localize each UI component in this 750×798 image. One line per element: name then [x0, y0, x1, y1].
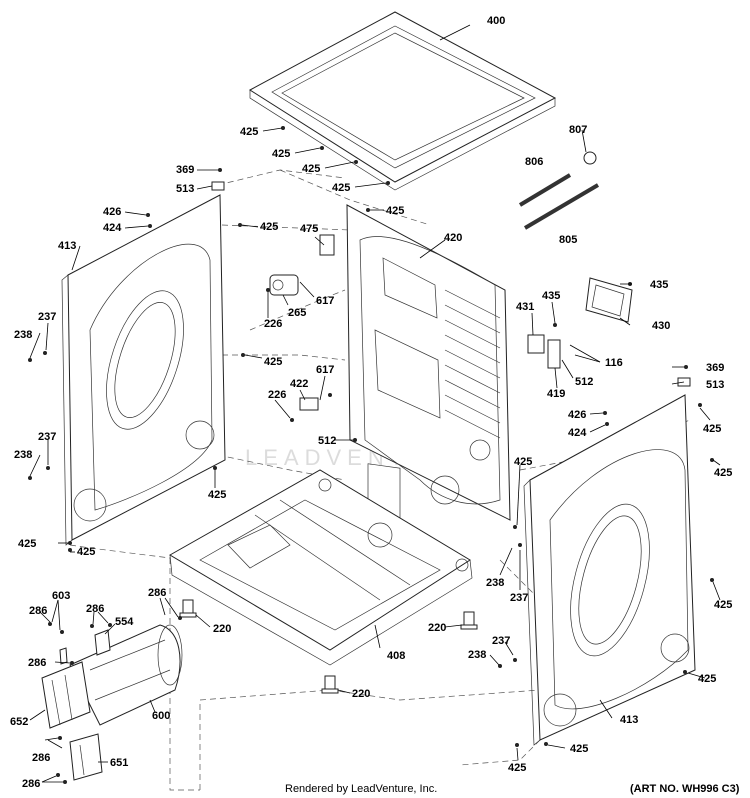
callout-226: 226 — [268, 389, 286, 401]
valve-bracket-419 — [547, 339, 561, 369]
valve-265 — [269, 274, 299, 296]
callout-475: 475 — [300, 223, 318, 235]
callout-238: 238 — [14, 329, 32, 341]
callout-805: 805 — [559, 234, 577, 246]
callout-652: 652 — [10, 716, 28, 728]
exhaust-duct-600 — [69, 624, 183, 726]
callout-286: 286 — [86, 603, 104, 615]
callout-435: 435 — [542, 290, 560, 302]
callout-617: 617 — [316, 364, 334, 376]
hose-805 — [523, 183, 600, 230]
top-panel-400 — [249, 11, 557, 191]
callout-430: 430 — [652, 320, 670, 332]
callout-265: 265 — [288, 307, 306, 319]
callout-237: 237 — [510, 592, 528, 604]
callout-513: 513 — [176, 183, 194, 195]
rear-panel-ribs — [444, 289, 501, 439]
callout-425: 425 — [208, 489, 226, 501]
callout-425: 425 — [514, 456, 532, 468]
leader-lines — [29, 127, 721, 783]
callout-425: 425 — [703, 423, 721, 435]
callout-425: 425 — [264, 356, 282, 368]
callout-425: 425 — [698, 673, 716, 685]
callout-238: 238 — [14, 449, 32, 461]
bracket-651 — [69, 733, 103, 781]
callout-116: 116 — [605, 357, 623, 369]
callout-425: 425 — [302, 163, 320, 175]
callout-425: 425 — [714, 467, 732, 479]
callout-238: 238 — [486, 577, 504, 589]
callout-220: 220 — [428, 622, 446, 634]
hose-806 — [518, 173, 572, 207]
callout-425: 425 — [508, 762, 526, 774]
callout-426: 426 — [568, 409, 586, 421]
callout-286: 286 — [28, 657, 46, 669]
callout-237: 237 — [38, 311, 56, 323]
callout-512: 512 — [575, 376, 593, 388]
callout-425: 425 — [260, 221, 278, 233]
leveling-foot-220-a — [179, 599, 197, 618]
callout-425: 425 — [332, 182, 350, 194]
callout-425: 425 — [272, 148, 290, 160]
callout-413: 413 — [58, 240, 76, 252]
callout-600: 600 — [152, 710, 170, 722]
leveling-foot-220-b — [460, 611, 478, 630]
rear-panel-420 — [346, 204, 511, 521]
callout-426: 426 — [103, 206, 121, 218]
callout-807: 807 — [569, 124, 587, 136]
callout-422: 422 — [290, 378, 308, 390]
right-side-panel-413 — [523, 394, 696, 746]
callout-425: 425 — [386, 205, 404, 217]
callout-419: 419 — [547, 388, 565, 400]
left-side-panel-413 — [61, 194, 226, 546]
leveling-foot-220-c — [321, 675, 339, 694]
callout-286: 286 — [148, 587, 166, 599]
callout-425: 425 — [18, 538, 36, 550]
callout-413: 413 — [620, 714, 638, 726]
small-parts — [59, 151, 691, 665]
art-number: (ART NO. WH996 C3) — [630, 783, 740, 795]
screws — [28, 126, 714, 784]
duct-end-652 — [41, 661, 91, 729]
callout-513: 513 — [706, 379, 724, 391]
callout-806: 806 — [525, 156, 543, 168]
callout-424: 424 — [103, 222, 122, 234]
callout-424: 424 — [568, 427, 587, 439]
callout-237: 237 — [492, 635, 510, 647]
callout-425: 425 — [714, 599, 732, 611]
callout-369: 369 — [176, 164, 194, 176]
callout-425: 425 — [570, 743, 588, 755]
callout-512: 512 — [318, 435, 336, 447]
callout-651: 651 — [110, 757, 128, 769]
base-408 — [169, 469, 473, 666]
callout-425: 425 — [240, 126, 258, 138]
footer-credit: Rendered by LeadVenture, Inc. — [285, 783, 437, 795]
callout-554: 554 — [115, 616, 134, 628]
callout-286: 286 — [22, 778, 40, 790]
callout-408: 408 — [387, 650, 405, 662]
callout-420: 420 — [444, 232, 462, 244]
callout-617: 617 — [316, 295, 334, 307]
callout-400: 400 — [487, 15, 505, 27]
callout-220: 220 — [352, 688, 370, 700]
callout-220: 220 — [213, 623, 231, 635]
callout-603: 603 — [52, 590, 70, 602]
callout-237: 237 — [38, 431, 56, 443]
callout-425: 425 — [77, 546, 95, 558]
callout-286: 286 — [32, 752, 50, 764]
callout-226: 226 — [264, 318, 282, 330]
callout-435: 435 — [650, 279, 668, 291]
callout-431: 431 — [516, 301, 534, 313]
callout-labels: 400 425 425 425 425 807 806 805 369 513 … — [10, 15, 732, 790]
callout-369: 369 — [706, 362, 724, 374]
callout-238: 238 — [468, 649, 486, 661]
callout-286: 286 — [29, 605, 47, 617]
